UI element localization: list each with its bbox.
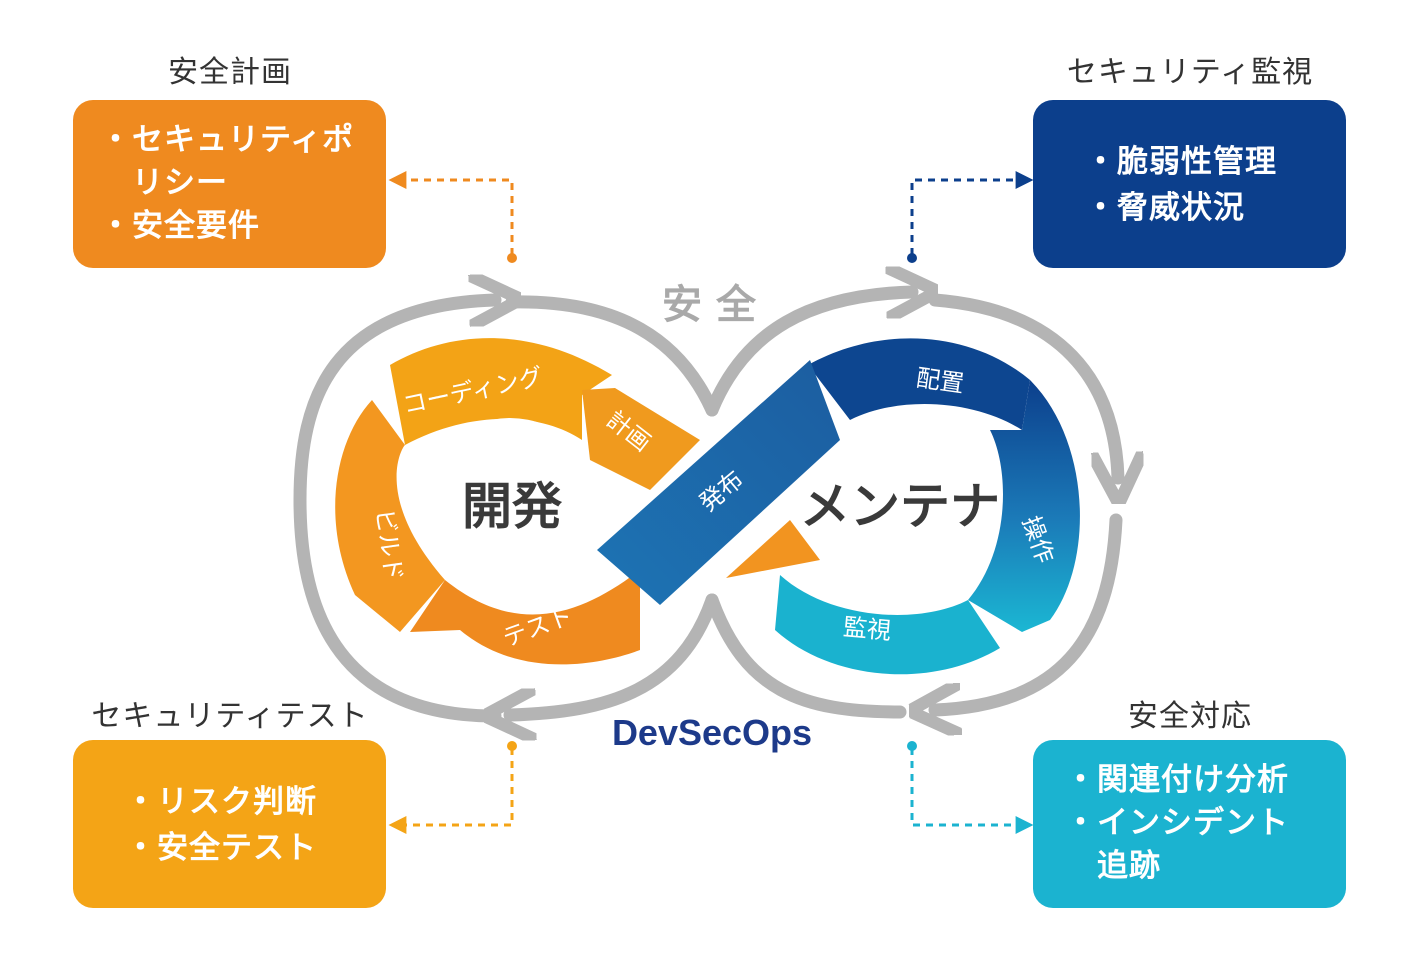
card-security-test-line-1: ・リスク判断	[125, 784, 317, 820]
connector-top-left	[388, 171, 517, 263]
development-label: 開発	[462, 478, 563, 536]
right-chevron	[726, 520, 820, 578]
card-security-response-line-2: ・インシデント	[1065, 805, 1289, 841]
segment-operate	[968, 380, 1080, 632]
segment-deploy-label: 配置	[914, 364, 965, 398]
development-ring	[335, 338, 700, 665]
card-security-test-line-2: ・安全テスト	[125, 830, 317, 866]
maintenance-label: メンテナ	[800, 478, 1000, 536]
connector-bottom-left	[388, 741, 517, 834]
segment-plan	[582, 388, 700, 490]
card-security-response: 安全対応 ・関連付け分析 ・インシデント 追跡	[1033, 699, 1346, 908]
card-security-monitoring-line-1: ・脆弱性管理	[1085, 144, 1277, 180]
card-security-plan-line-2: リシー	[100, 165, 228, 201]
segment-build	[335, 400, 445, 632]
segment-monitor	[775, 575, 1000, 675]
connector-top-right	[907, 171, 1034, 263]
segment-coding	[390, 338, 612, 445]
segment-deploy	[808, 338, 1030, 430]
card-security-plan-title: 安全計画	[168, 55, 292, 90]
card-security-plan: 安全計画 ・セキュリティポ リシー ・安全要件	[73, 55, 386, 268]
card-security-monitoring: セキュリティ監視 ・脆弱性管理 ・脅威状況	[1033, 55, 1346, 268]
safety-title: 安全	[662, 282, 770, 328]
connector-bottom-right	[907, 741, 1034, 834]
card-security-monitoring-title: セキュリティ監視	[1067, 55, 1313, 90]
card-security-monitoring-line-2: ・脅威状況	[1085, 190, 1245, 226]
outer-loop-arrows	[293, 292, 1118, 716]
card-security-plan-line-1: ・セキュリティポ	[100, 122, 354, 158]
segment-monitor-label: 監視	[842, 613, 892, 645]
card-security-response-line-3: 追跡	[1065, 848, 1161, 884]
card-security-test: セキュリティテスト ・リスク判断 ・安全テスト	[73, 699, 386, 908]
maintenance-ring	[726, 338, 1080, 675]
card-security-response-line-1: ・関連付け分析	[1065, 762, 1289, 798]
card-security-response-title: 安全対応	[1128, 699, 1252, 734]
release-ribbon	[597, 360, 840, 605]
devsecops-brand: DevSecOps	[612, 712, 812, 753]
card-security-plan-line-3: ・安全要件	[100, 208, 260, 244]
segment-test	[410, 570, 640, 665]
card-security-test-title: セキュリティテスト	[91, 699, 368, 734]
